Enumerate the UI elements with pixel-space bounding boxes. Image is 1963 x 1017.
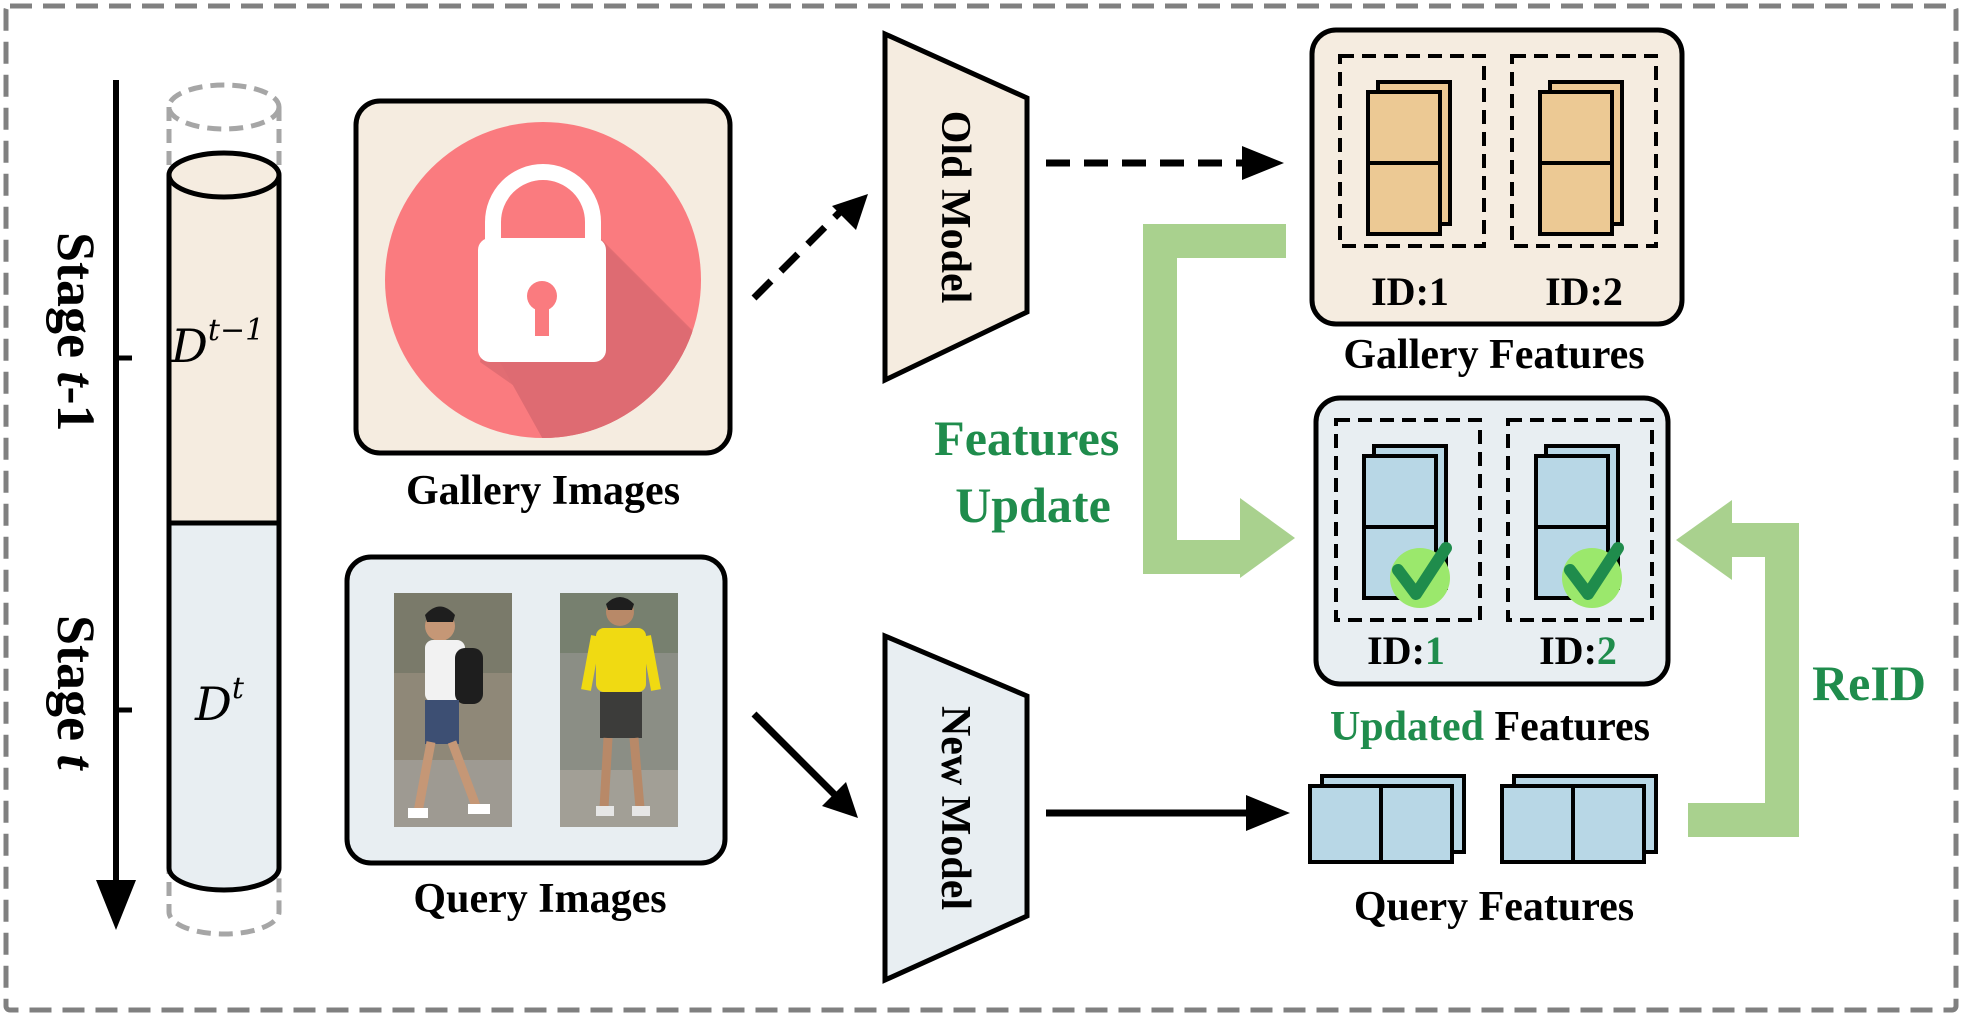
- stage-prev-label: Stage t-1: [46, 232, 106, 431]
- new-model-label: New Model: [932, 706, 978, 910]
- features-update-label: Features Update: [934, 410, 1132, 533]
- old-model-label: Old Model: [932, 111, 978, 304]
- query-feature-stack-2: [1500, 774, 1658, 864]
- query-images-label: Query Images: [413, 876, 666, 922]
- dataset-cylinder: Dt−1 Dt: [166, 82, 282, 937]
- gallery-id-1: ID:1: [1371, 269, 1449, 314]
- gallery-id-2: ID:2: [1545, 269, 1623, 314]
- reid-arrow: [1676, 500, 1799, 837]
- dataset-prev-label: Dt−1: [170, 313, 264, 373]
- gallery-images-panel: Gallery Images: [353, 98, 733, 514]
- person-photo-2: [560, 593, 678, 827]
- old-model: Old Model: [882, 30, 1030, 384]
- query-features: Query Features: [1308, 774, 1658, 930]
- flow-arrows: [751, 146, 1290, 831]
- updated-features-panel: ID:1 ID:2 Updated Features: [1313, 395, 1671, 750]
- gallery-feature-stack-2: [1538, 80, 1624, 236]
- updated-id-1: ID:1: [1367, 628, 1445, 673]
- gallery-features-label: Gallery Features: [1343, 332, 1644, 378]
- person-photo-1: [394, 593, 512, 827]
- reid-label: ReID: [1812, 655, 1926, 711]
- query-images-panel: Query Images: [344, 554, 728, 922]
- timeline: Stage t-1 Stage t: [46, 80, 136, 930]
- gallery-feature-stack-1: [1366, 80, 1452, 236]
- outer-frame: [3, 3, 1959, 1013]
- query-features-label: Query Features: [1354, 884, 1634, 930]
- updated-id-2: ID:2: [1539, 628, 1617, 673]
- updated-features-label: Updated Features: [1330, 704, 1650, 750]
- dataset-prev-segment: [169, 175, 279, 523]
- timeline-arrow-icon: [96, 880, 136, 930]
- query-feature-stack-1: [1308, 774, 1466, 864]
- check-icon: [1390, 542, 1452, 608]
- gallery-to-old-arrow: [751, 209, 843, 301]
- stage-cur-label: Stage t: [46, 615, 106, 771]
- gallery-images-label: Gallery Images: [406, 468, 680, 514]
- gallery-features-panel: ID:1 ID:2 Gallery Features: [1309, 27, 1685, 378]
- features-update-arrow: [1143, 224, 1295, 578]
- dataset-cur-label: Dt: [194, 671, 245, 731]
- query-to-new-arrow: [751, 711, 839, 799]
- new-model: New Model: [882, 632, 1030, 984]
- check-icon: [1562, 542, 1624, 608]
